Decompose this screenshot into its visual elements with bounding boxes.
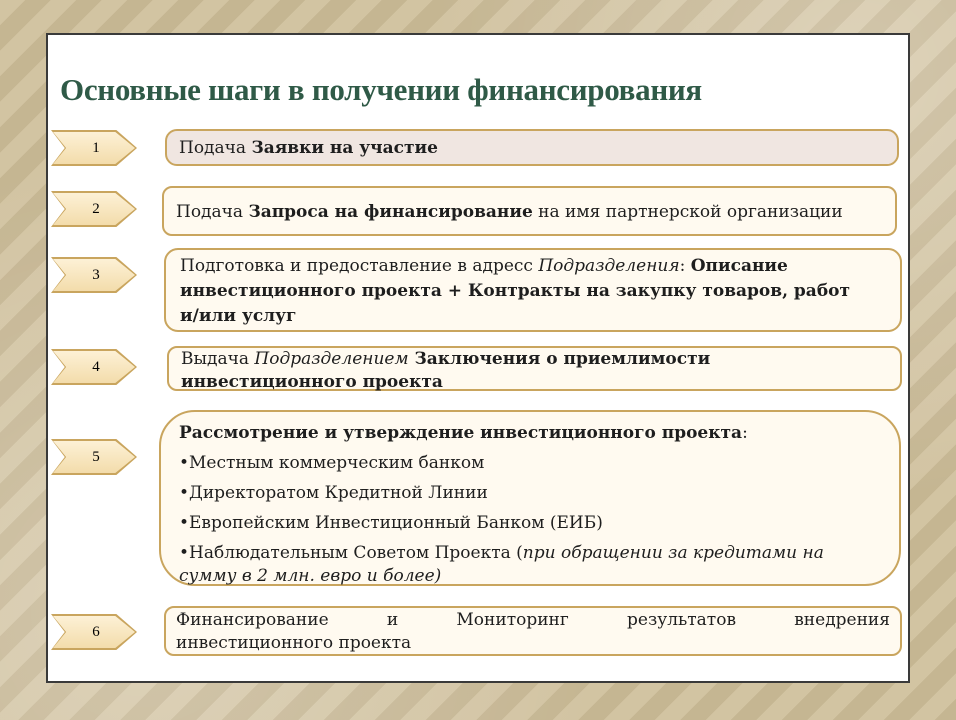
step-2-text-bold: Запроса на финансирование [248,202,533,222]
step-4-line-2: инвестиционного проекта [181,372,443,392]
step-5-heading: Рассмотрение и утверждение инвестиционно… [179,418,881,448]
list-item: •Местным коммерческим банком [179,453,485,473]
step-number-6: 6 [51,614,137,650]
step-3-text-colon: : [679,256,691,276]
step-3-line-1: Подготовка и предоставление в адресс Под… [180,254,886,279]
page-title: Основные шаги в получении финансирования [60,72,702,107]
step-number-2: 2 [51,191,137,227]
step-6-word: и [386,610,399,630]
step-box-2: Подача Запроса на финансирование на имя … [162,186,897,236]
step-5-heading-bold: Рассмотрение и утверждение инвестиционно… [179,423,743,443]
step-number-5: 5 [51,439,137,475]
step-5-last-item-prefix: •Наблюдательным Советом Проекта ( [179,543,523,563]
step-5-last-item-continuation: сумму в 2 млн. евро и более) [179,566,442,586]
step-2-text-suffix: на имя партнерской организации [532,202,843,222]
step-6-line-2: инвестиционного проекта [176,633,412,653]
step-4-line-1: Выдача Подразделением Заключения о прием… [181,348,888,371]
step-number-label: 5 [92,448,100,465]
step-number-3: 3 [51,257,137,293]
list-item-last: •Наблюдательным Советом Проекта (при обр… [179,541,881,565]
step-number-label: 1 [92,139,100,156]
step-box-1: Подача Заявки на участие [165,129,899,166]
step-3-line-3: и/или услуг [180,306,297,326]
step-2-text-prefix: Подача [176,202,249,222]
step-number-4: 4 [51,349,137,385]
step-3-text-prefix: Подготовка и предоставление в адресс [180,256,539,276]
step-3-text-italic: Подразделения [538,256,680,276]
list-item: •Директоратом Кредитной Линии [179,483,488,503]
step-box-5: Рассмотрение и утверждение инвестиционно… [159,410,901,586]
step-number-label: 4 [92,358,100,375]
step-1-text-bold: Заявки на участие [251,138,438,158]
step-number-label: 2 [92,200,100,217]
step-number-1: 1 [51,130,137,166]
step-6-word: Финансирование [176,610,329,630]
step-4-text-prefix: Выдача [181,349,255,369]
list-item: •Европейским Инвестиционный Банком (ЕИБ) [179,513,603,533]
step-number-label: 3 [92,266,100,283]
step-4-text-italic: Подразделением [254,349,409,369]
step-1-text-prefix: Подача [179,138,252,158]
step-5-last-item-italic: при обращении за кредитами на [522,543,824,563]
step-3-text-bold: Описание [690,256,788,276]
step-6-word: Мониторинг [456,610,569,630]
step-6-word: результатов [627,610,737,630]
step-3-line-2: инвестиционного проекта + Контракты на з… [180,281,851,301]
step-6-line-1: Финансирование и Мониторинг результатов … [176,609,890,632]
step-6-word: внедрения [794,610,890,630]
step-number-label: 6 [92,623,100,640]
step-box-6: Финансирование и Мониторинг результатов … [164,606,902,656]
step-4-text-bold: Заключения о приемлимости [408,349,711,369]
step-5-heading-colon: : [742,423,748,443]
step-box-4: Выдача Подразделением Заключения о прием… [167,346,902,392]
step-box-3: Подготовка и предоставление в адресс Под… [164,248,902,332]
